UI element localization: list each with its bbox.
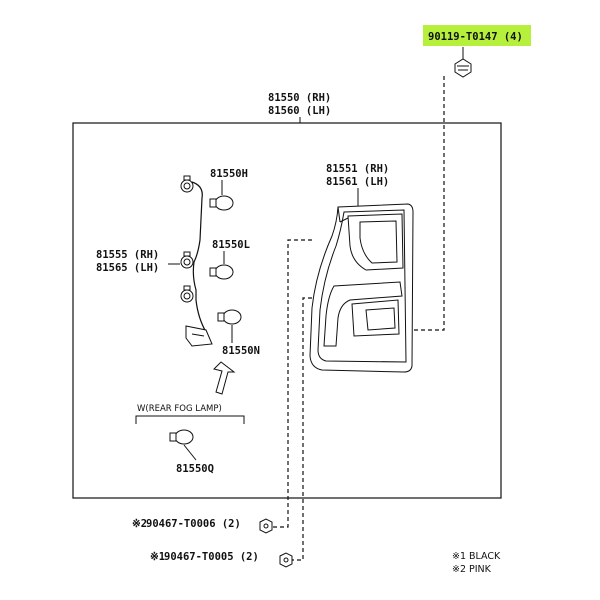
legend-pink: ※2 PINK xyxy=(452,564,492,575)
legend-black: ※1 BLACK xyxy=(452,551,501,562)
arrow-icon xyxy=(213,361,236,395)
dashed-leader-nut-black xyxy=(290,297,312,561)
label-bulb-l[interactable]: 81550L xyxy=(212,239,250,251)
label-bulb-h[interactable]: 81550H xyxy=(210,168,248,180)
label-nut-pink-mark: ※2 xyxy=(132,518,147,530)
bulb-icon-h xyxy=(209,195,234,211)
nut-icon-black xyxy=(279,552,293,568)
label-nut-black[interactable]: 90467-T0005 (2) xyxy=(164,551,259,563)
label-fog-lamp-note: W(REAR FOG LAMP) xyxy=(137,404,222,414)
label-lamp-assy-lh[interactable]: 81560 (LH) xyxy=(268,105,331,117)
label-bulb-q[interactable]: 81550Q xyxy=(176,463,214,475)
dashed-leader-screw xyxy=(412,76,445,331)
label-socket-lh[interactable]: 81565 (LH) xyxy=(96,262,159,274)
fog-lamp-bracket xyxy=(135,415,245,424)
bulb-icon-n xyxy=(217,309,242,325)
nut-icon-pink xyxy=(259,518,273,534)
connector-icon xyxy=(185,325,213,347)
tail-lamp-icon xyxy=(309,203,414,373)
socket-icon-1 xyxy=(180,175,194,193)
socket-icon-2 xyxy=(180,251,194,269)
label-lamp-assy-rh[interactable]: 81550 (RH) xyxy=(268,92,331,104)
label-screw-top[interactable]: 90119-T0147 (4) xyxy=(428,31,523,43)
label-lens-lh[interactable]: 81561 (LH) xyxy=(326,176,389,188)
label-nut-black-mark: ※1 xyxy=(150,551,165,563)
bulb-icon-l xyxy=(209,264,234,280)
label-lens-rh[interactable]: 81551 (RH) xyxy=(326,163,389,175)
bulb-icon-q xyxy=(169,429,194,445)
leader-bulb-q xyxy=(183,444,197,461)
screw-icon xyxy=(454,58,472,78)
dashed-leader-nut-pink xyxy=(270,239,312,528)
label-nut-pink[interactable]: 90467-T0006 (2) xyxy=(146,518,241,530)
assembly-box xyxy=(72,122,502,499)
wire-harness xyxy=(191,181,207,333)
socket-icon-3 xyxy=(180,285,194,303)
label-socket-rh[interactable]: 81555 (RH) xyxy=(96,249,159,261)
label-bulb-n[interactable]: 81550N xyxy=(222,345,260,357)
part-number-highlight xyxy=(423,25,531,46)
